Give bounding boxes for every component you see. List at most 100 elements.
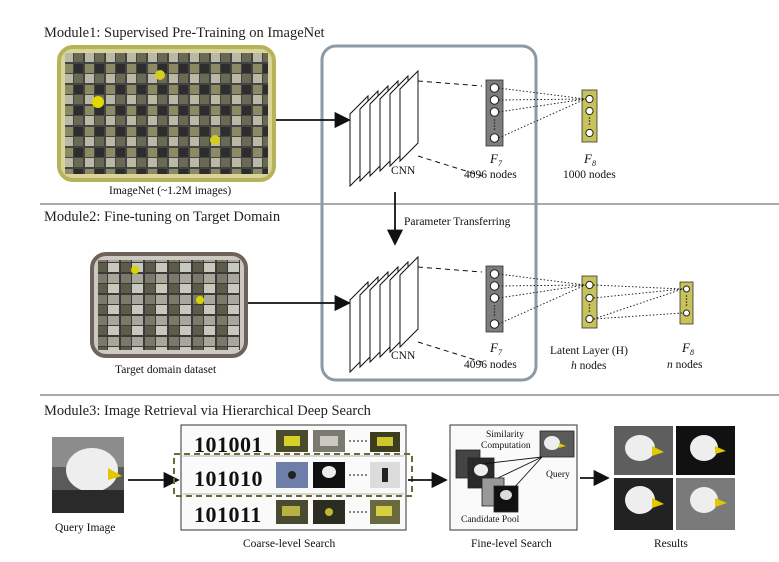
cnn-dashed-line (417, 80, 483, 87)
ellipsis-dot (493, 314, 496, 316)
neuron-node (489, 319, 500, 329)
f8-subscript: 8 (689, 348, 694, 357)
f7-nodes-module1 (489, 83, 500, 143)
candidate-pool-thumbs (455, 449, 519, 513)
fc-dotted-connection (498, 98, 586, 113)
ellipsis-dot (685, 304, 688, 306)
latent-nodes (585, 280, 594, 324)
neuron-node (489, 95, 500, 105)
latent-nodes-label: h nodes (571, 360, 607, 373)
fc-dotted-connection (498, 284, 586, 287)
f8-nodes-module1 (585, 94, 594, 138)
neuron-node (489, 281, 500, 291)
fc-dotted-connection (498, 284, 586, 299)
ellipsis-dot (588, 304, 591, 306)
candidate-pool-label: Candidate Pool (461, 515, 520, 525)
cnn-label-module2: CNN (391, 350, 416, 362)
results-label: Results (654, 538, 688, 550)
fine-search-label: Fine-level Search (471, 538, 552, 550)
similarity-lines (481, 456, 543, 491)
neuron-node (489, 133, 500, 143)
neuron-node (489, 107, 500, 117)
f7-subscript: 7 (497, 159, 502, 168)
neuron-node (489, 269, 500, 279)
neuron-node (585, 106, 594, 116)
neuron-node (489, 83, 500, 93)
ellipsis-dot (493, 128, 496, 130)
neuron-node (585, 128, 594, 138)
target-domain-mosaic (90, 252, 248, 358)
neuron-node (489, 293, 500, 303)
target-domain-label: Target domain dataset (115, 364, 217, 376)
ellipsis-dot (588, 120, 591, 122)
latent-nodes-var: h (571, 360, 577, 372)
fc-dotted-connection (498, 98, 586, 139)
cnn-dashed-line (417, 341, 483, 363)
hash-code-3: 101011 (194, 502, 262, 527)
f8-layer-module1 (581, 89, 598, 143)
coarse-ellipsis-dots (349, 440, 367, 513)
fc-connections (498, 87, 683, 325)
parameter-transfer-label: Parameter Transferring (404, 216, 511, 228)
query-image-label: Query Image (55, 522, 116, 534)
ellipsis-dot (493, 308, 496, 310)
f7-label-module1: F7 (490, 151, 502, 168)
neuron-node (683, 309, 690, 317)
f8-subscript: 8 (591, 159, 596, 168)
fc-dotted-connection (593, 288, 683, 320)
cnn-layers-module2 (349, 255, 483, 374)
ellipsis-dot (685, 301, 688, 303)
f7-letter: F (490, 340, 498, 355)
similarity-label-line1: Similarity (486, 430, 524, 440)
neuron-node (585, 314, 594, 324)
neuron-node (585, 280, 594, 290)
fc-dotted-connection (593, 284, 683, 290)
cnn-label-module1: CNN (391, 165, 416, 177)
query-image-thumb (52, 437, 124, 513)
query-label: Query (546, 470, 570, 480)
ellipsis-dot (685, 298, 688, 300)
module2-title: Module2: Fine-tuning on Target Domain (44, 209, 281, 225)
f8-nodes-module2 (683, 285, 690, 317)
f7-nodes-module2 (489, 269, 500, 329)
f8-nodes-word: nodes (672, 359, 703, 371)
f8-label-module1: F8 (584, 151, 596, 168)
result-thumbnails (614, 426, 735, 530)
f8-nodes-label-module1: 1000 nodes (563, 169, 616, 181)
neuron-node (585, 293, 594, 303)
ellipsis-dot (493, 311, 496, 313)
ellipsis-dot (588, 307, 591, 309)
f8-letter: F (584, 151, 592, 166)
latent-nodes-word: nodes (576, 360, 607, 372)
f7-subscript: 7 (497, 348, 502, 357)
ellipsis-dot (685, 295, 688, 297)
imagenet-mosaic (57, 45, 276, 182)
ellipsis-dot (493, 125, 496, 127)
neuron-node (585, 94, 594, 104)
hash-code-1: 101001 (194, 432, 263, 457)
cnn-dashed-line (417, 155, 483, 177)
fc-dotted-connection (593, 312, 683, 320)
similarity-label-line2: Computation (481, 441, 531, 451)
coarse-search-label: Coarse-level Search (243, 538, 336, 550)
latent-layer-label: Latent Layer (H) (550, 345, 628, 357)
f8-nodes-var: n (667, 359, 673, 371)
hash-code-2: 101010 (194, 466, 263, 491)
ellipsis-dot (588, 310, 591, 312)
cnn-feature-map (399, 255, 419, 349)
cnn-shared-frame (320, 44, 538, 382)
fc-dotted-connection (498, 284, 586, 325)
fc-dotted-connection (498, 87, 586, 100)
cnn-feature-map (399, 69, 419, 163)
cnn-dashed-line (417, 266, 483, 273)
f7-nodes-label-module2: 4096 nodes (464, 359, 517, 371)
f7-letter: F (490, 151, 498, 166)
f8-letter: F (682, 340, 690, 355)
imagenet-label: ImageNet (~1.2M images) (109, 185, 232, 197)
cnn-layers-module1 (349, 69, 483, 188)
coarse-thumbnails (276, 430, 400, 524)
fc-dotted-connection (593, 288, 683, 299)
f8-nodes-label-module2: n nodes (667, 359, 703, 372)
ellipsis-dot (493, 119, 496, 121)
